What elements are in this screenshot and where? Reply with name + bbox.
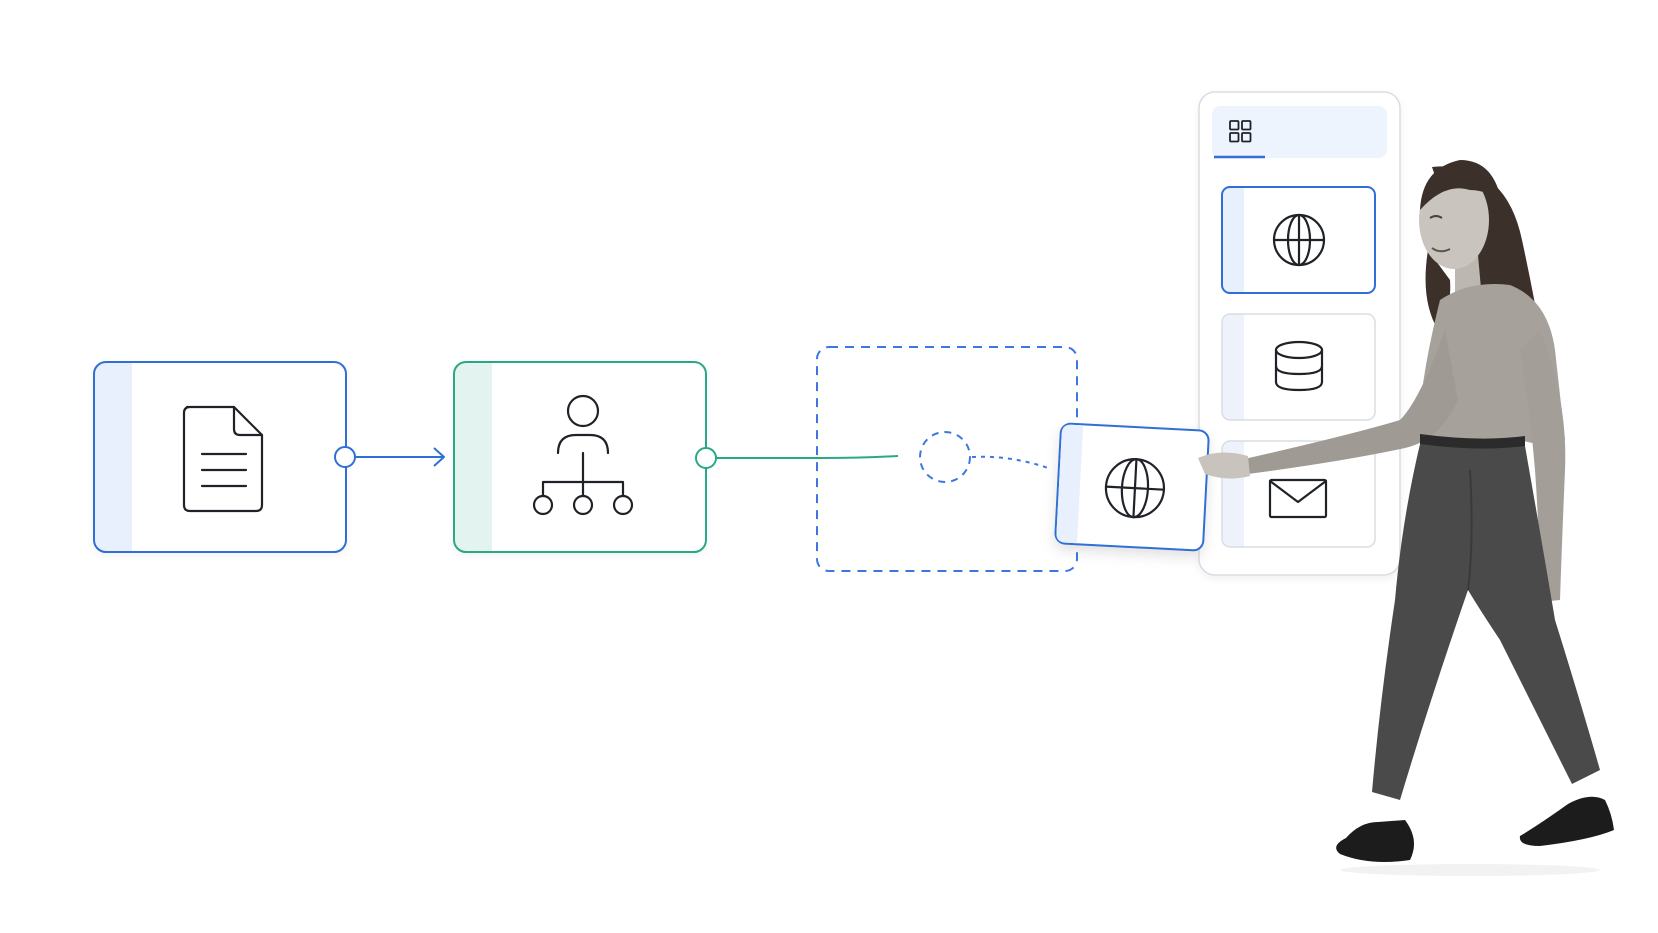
empty-connector-port[interactable] — [919, 431, 971, 483]
globe-icon — [1272, 213, 1326, 267]
document-node[interactable] — [93, 361, 347, 553]
database-icon — [1274, 340, 1324, 392]
drop-zone-placeholder[interactable] — [816, 346, 1078, 572]
palette-item-globe[interactable] — [1221, 186, 1376, 294]
document-icon — [182, 405, 264, 513]
walking-person-figure — [1198, 160, 1614, 876]
globe-icon — [1104, 458, 1166, 519]
palette-item-database[interactable] — [1221, 313, 1376, 421]
mail-icon — [1268, 478, 1328, 519]
output-port[interactable] — [334, 446, 356, 468]
hierarchy-node[interactable] — [453, 361, 707, 553]
org-chart-icon — [532, 394, 634, 516]
component-palette — [1198, 91, 1401, 576]
connector-document-to-hierarchy — [334, 446, 445, 468]
dragged-globe-card[interactable] — [1054, 422, 1210, 552]
connector-hierarchy-to-dropzone — [695, 447, 899, 469]
output-port[interactable] — [695, 447, 717, 469]
grid-icon[interactable] — [1229, 120, 1252, 143]
